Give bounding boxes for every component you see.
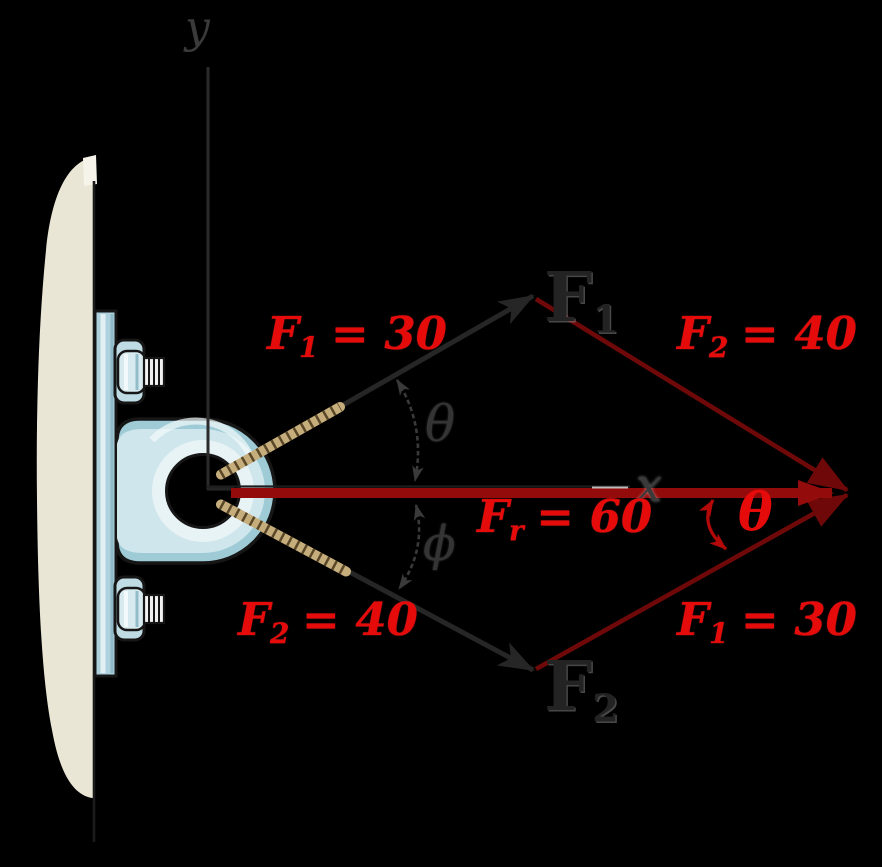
phi-angle-label: ϕ (423, 520, 456, 568)
fr-value: = 60 (536, 490, 653, 543)
rope-f1 (216, 402, 345, 480)
f2-subscript: 2 (269, 616, 290, 650)
f2-symbol: F (238, 593, 270, 646)
f1-bold-subscript: 1 (592, 296, 619, 342)
phi-glyph: ϕ (423, 516, 456, 572)
angle-arc-phi (397, 503, 426, 590)
f1-magnitude-label-lower-right: F1= 30 (677, 597, 857, 648)
mounting-bracket (93, 309, 166, 678)
f1-subscript: 1 (708, 616, 729, 650)
f2-bold-symbol: F (544, 647, 593, 727)
angle-arc-theta-right (699, 499, 728, 551)
bolt-top (113, 338, 166, 405)
f2-magnitude-label-lower-left: F2= 40 (238, 597, 418, 648)
f1-value: = 30 (330, 307, 447, 360)
f1-subscript: 1 (298, 330, 319, 364)
f1-vector-tip-label: F1 (544, 264, 619, 339)
fr-subscript: r (508, 513, 524, 547)
f2-magnitude-label-upper-right: F2= 40 (677, 311, 857, 362)
f2-value: = 40 (301, 593, 418, 646)
theta-red-glyph: θ (738, 482, 773, 543)
y-axis-letter: y (185, 2, 210, 53)
f2-symbol: F (677, 307, 709, 360)
angle-arc-theta (395, 379, 424, 483)
wall-notch (83, 155, 97, 186)
bolt-bottom (113, 575, 166, 642)
theta-angle-label: θ (425, 399, 455, 449)
f1-symbol: F (677, 593, 709, 646)
parallelogram-line-f2-copy (534, 297, 849, 492)
f1-value: = 30 (740, 593, 857, 646)
x-axis-label: x (636, 462, 662, 508)
coordinate-axes (206, 67, 630, 491)
theta-right-angle-label: θ (738, 487, 773, 539)
f2-vector-tip-label: F2 (544, 653, 619, 728)
f2-subscript: 2 (708, 330, 729, 364)
f2-value: = 40 (740, 307, 857, 360)
fr-symbol: F (477, 490, 509, 543)
f1-symbol: F (267, 307, 299, 360)
rope-f2 (216, 499, 351, 577)
parallelogram-line-f1-copy (534, 492, 849, 672)
x-axis-letter: x (636, 458, 662, 512)
wall-surface (36, 157, 95, 798)
fr-resultant-label: Fr= 60 (477, 494, 652, 545)
resultant-vector-fr (231, 480, 834, 506)
f2-bold-subscript: 2 (592, 685, 619, 731)
wall (36, 155, 97, 842)
f1-bold-symbol: F (544, 258, 593, 338)
theta-glyph: θ (425, 395, 456, 453)
y-axis-label: y (185, 6, 210, 50)
f1-magnitude-label-upper-left: F1= 30 (267, 311, 447, 362)
